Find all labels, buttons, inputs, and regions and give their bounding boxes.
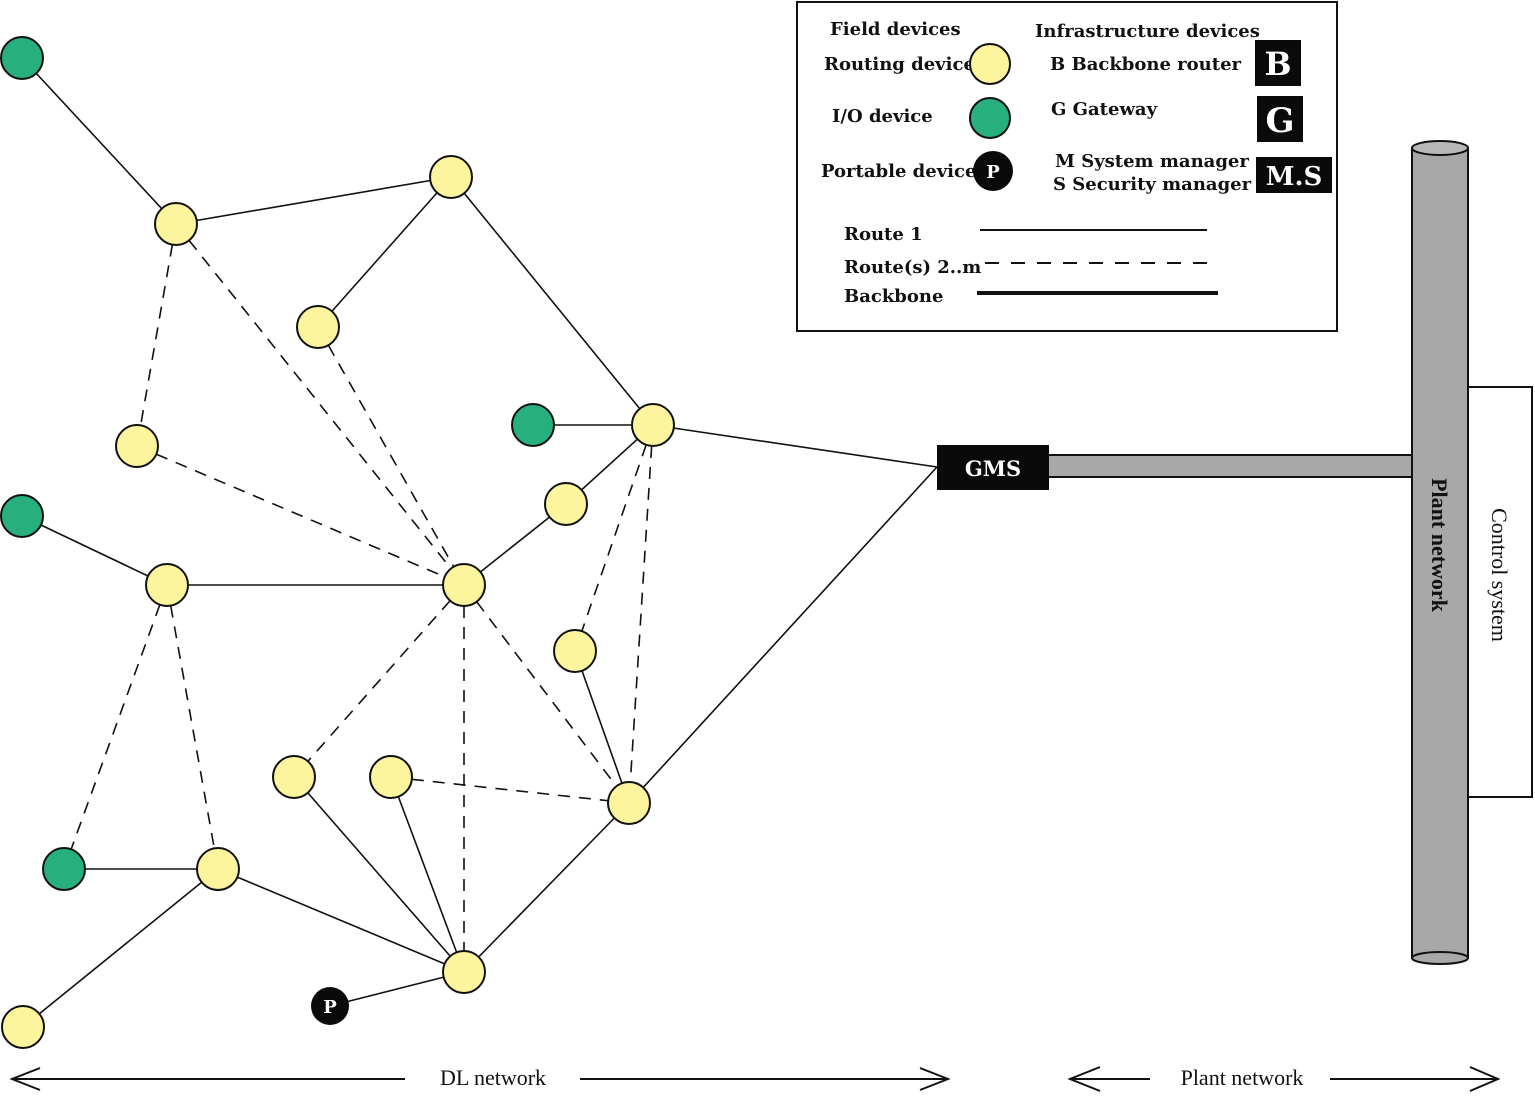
route1-link (21, 515, 168, 586)
green-circle-icon (969, 97, 1011, 139)
backbone-router-badge (1255, 40, 1301, 86)
io-device-node (0, 36, 44, 80)
yellow-circle-icon (969, 43, 1011, 85)
ms-badge (1256, 157, 1332, 193)
route1-link (217, 868, 465, 973)
arrow-left-icon (1067, 1066, 1101, 1092)
route1-link (450, 176, 654, 426)
black-circle-p-icon (973, 151, 1013, 191)
plant-network-pipe: Plant network (1411, 140, 1469, 965)
alternate-route-link (574, 424, 654, 652)
arrow-right-icon (919, 1067, 951, 1091)
alternate-route-link (175, 223, 465, 586)
routing-device-node (442, 950, 486, 994)
alternate-route-link (166, 584, 219, 870)
routing-device-node (607, 781, 651, 825)
alternate-route-link (317, 326, 465, 586)
legend: Field devices Infrastructure devices Rou… (796, 1, 1338, 332)
legend-gateway-label: G Gateway (1051, 99, 1158, 120)
gms-gateway: GMS (937, 445, 1421, 490)
pipe-top-cap (1411, 140, 1469, 156)
io-device-node (42, 847, 86, 891)
gateway-badge (1257, 96, 1303, 142)
routing-device-node (553, 629, 597, 673)
routing-device-node (272, 755, 316, 799)
routing-device-node (544, 482, 588, 526)
network-links (21, 57, 938, 1028)
legend-system-manager-label: M System manager (1055, 151, 1249, 172)
gms-label: GMS (965, 456, 1021, 481)
route1-link (574, 650, 630, 804)
legend-infra-header: Infrastructure devices (1035, 21, 1260, 42)
legend-backbone-router-label: B Backbone router (1050, 54, 1242, 75)
alternate-route-link (293, 584, 465, 778)
portable-device-node (311, 987, 349, 1025)
control-system-label: Control system (1487, 508, 1512, 642)
legend-route1-label: Route 1 (844, 224, 923, 245)
route1-link (463, 802, 630, 973)
route1-link (22, 868, 219, 1028)
routing-device-node (196, 847, 240, 891)
arrow-right-icon (1469, 1066, 1501, 1092)
alternate-route-link (463, 584, 630, 804)
route1-link (628, 466, 938, 804)
route1-link (175, 176, 452, 225)
route1-link (390, 776, 465, 973)
portable-node-label: P (323, 997, 337, 1018)
gms-box (937, 445, 1049, 490)
routing-device-node (369, 755, 413, 799)
routing-device-node (115, 424, 159, 468)
io-device-node (511, 403, 555, 447)
routing-device-node (631, 403, 675, 447)
network-nodes: P (0, 36, 675, 1049)
alternate-route-link (390, 776, 630, 804)
alternate-route-link (136, 445, 465, 586)
dl-network-label: DL network (440, 1065, 546, 1090)
routing-device-node (154, 202, 198, 246)
footer: DL network Plant network (9, 1065, 1501, 1092)
route1-link (293, 776, 465, 973)
routing-device-node (145, 563, 189, 607)
pipe-bottom-cap (1411, 951, 1469, 965)
legend-ms-symbol: M.S (1266, 162, 1323, 192)
legend-routing-label: Routing device (824, 54, 975, 75)
alternate-route-link (136, 223, 177, 447)
legend-security-manager-label: S Security manager (1053, 174, 1252, 195)
alternate-route-link (628, 424, 654, 804)
arrow-left-icon (9, 1067, 41, 1091)
route1-link (21, 57, 177, 225)
routing-device-node (296, 305, 340, 349)
legend-routes2m-label: Route(s) 2..m (844, 257, 981, 278)
route1-link (317, 176, 452, 328)
plant-network-footer-label: Plant network (1181, 1065, 1304, 1090)
legend-backbone-label: Backbone (844, 286, 943, 307)
legend-portable-symbol: P (986, 162, 1000, 183)
legend-box (796, 1, 1338, 332)
alternate-route-link (63, 584, 168, 870)
io-device-node (0, 494, 44, 538)
legend-portable-label: Portable device (821, 161, 976, 182)
route1-link (329, 971, 465, 1007)
legend-io-label: I/O device (832, 106, 933, 127)
plant-network-pipe-label: Plant network (1427, 478, 1452, 613)
control-system: Control system (1465, 386, 1533, 798)
routing-device-node (429, 155, 473, 199)
plant-network-pipe-body (1411, 147, 1469, 959)
legend-field-header: Field devices (830, 19, 961, 40)
control-system-box (1465, 386, 1533, 798)
backbone-pipe-horizontal (1041, 454, 1421, 478)
routing-device-node (442, 563, 486, 607)
route1-link (652, 424, 938, 468)
legend-gateway-symbol: G (1265, 101, 1294, 141)
routing-device-node (1, 1005, 45, 1049)
legend-backbone-symbol: B (1264, 45, 1291, 83)
